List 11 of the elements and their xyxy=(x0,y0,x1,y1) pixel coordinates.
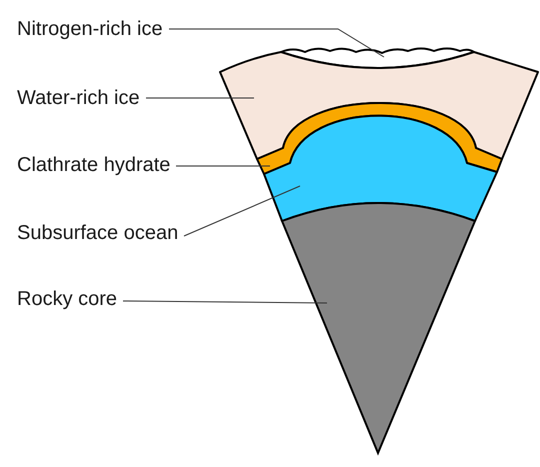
layer-label: Subsurface ocean xyxy=(17,222,184,244)
layer-label: Rocky core xyxy=(17,288,124,310)
rocky-core xyxy=(281,202,476,454)
layer-label: Nitrogen-rich ice xyxy=(17,18,169,40)
leader-line xyxy=(168,28,384,58)
water-ice-layer xyxy=(219,51,539,160)
ocean-layer xyxy=(263,114,498,222)
layer-label: Clathrate hydrate xyxy=(17,154,176,176)
leader-line xyxy=(184,186,300,236)
layer-label: Water-rich ice xyxy=(17,87,146,109)
leader-line xyxy=(122,300,328,304)
